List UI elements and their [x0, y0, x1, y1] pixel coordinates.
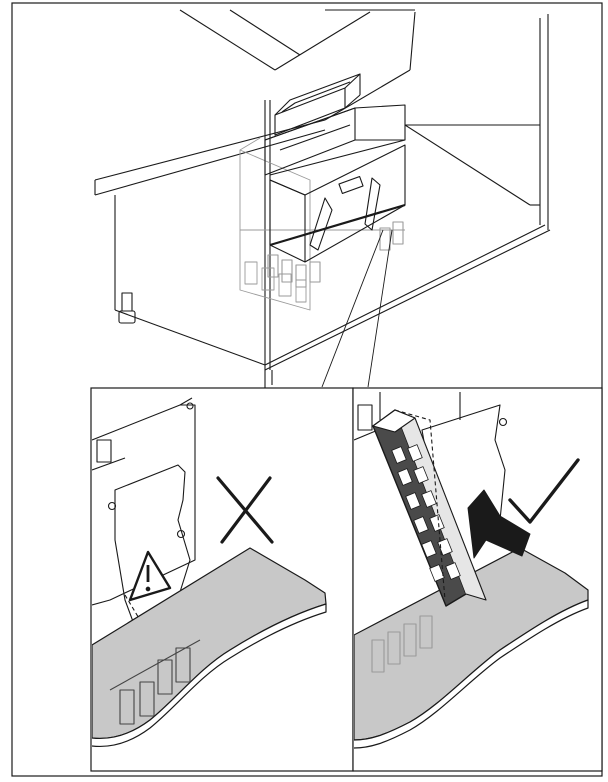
appliance-box	[264, 73, 406, 288]
cabinet-leg	[118, 292, 136, 324]
check-mark-icon	[508, 458, 580, 524]
panel-incorrect	[90, 387, 354, 772]
cross-mark-icon	[216, 476, 274, 544]
panel-correct	[352, 387, 603, 772]
appliance-side-wall	[354, 392, 461, 441]
push-arrow-icon	[467, 489, 531, 559]
filter-below-counter	[109, 639, 201, 725]
appliance-side-wall	[92, 397, 196, 606]
countertop-outline	[94, 9, 416, 196]
cabinet-carcass	[114, 14, 551, 388]
warning-triangle-icon	[128, 550, 172, 602]
filter-cassette	[372, 409, 487, 607]
zoom-leader-lines	[321, 229, 393, 388]
filter-below-counter	[371, 615, 433, 673]
cabinet-overview	[94, 9, 551, 388]
